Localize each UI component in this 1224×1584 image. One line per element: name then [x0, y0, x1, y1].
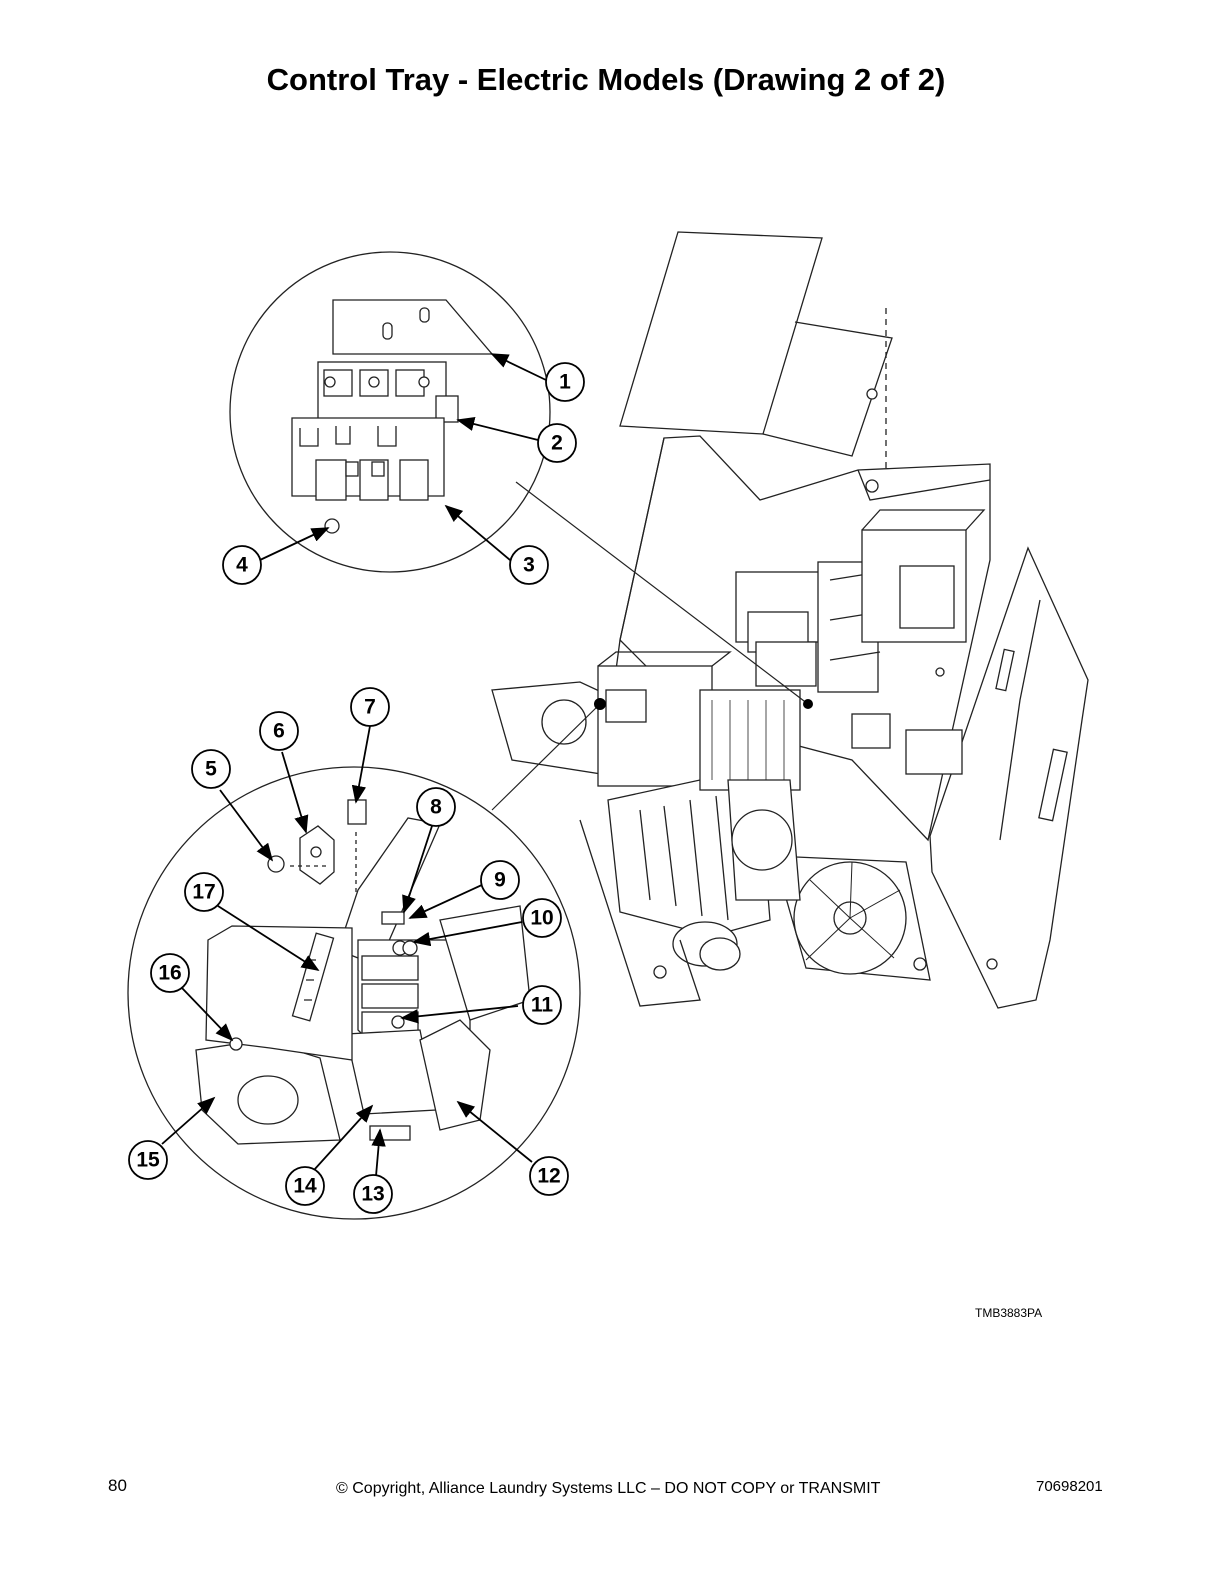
detail-reference-dot [594, 698, 606, 710]
callout-3: 3 [523, 554, 535, 577]
detail-leader-lines [491, 481, 809, 811]
page-title: Control Tray - Electric Models (Drawing … [266, 62, 946, 97]
callout-11: 11 [531, 994, 554, 1017]
callout-10: 10 [530, 907, 553, 930]
document-number: 70698201 [1036, 1478, 1103, 1495]
control-tray-assembly [491, 231, 1089, 1009]
callout-8: 8 [430, 796, 442, 819]
detail-circle-lower [127, 766, 581, 1220]
callout-2: 2 [551, 432, 563, 455]
page-number: 80 [108, 1476, 127, 1495]
callout-15: 15 [136, 1149, 160, 1172]
detail-circle-upper [229, 251, 551, 573]
callout-balloons [128, 362, 585, 1214]
callout-14: 14 [293, 1175, 317, 1198]
callout-5: 5 [205, 758, 217, 781]
callout-9: 9 [494, 869, 506, 892]
copyright-notice: © Copyright, Alliance Laundry Systems LL… [336, 1480, 881, 1497]
callout-17: 17 [192, 881, 215, 904]
callout-16: 16 [158, 962, 181, 985]
callout-13: 13 [361, 1183, 384, 1206]
callout-1: 1 [559, 371, 571, 394]
callout-12: 12 [537, 1165, 560, 1188]
figure-id: TMB3883PA [975, 1306, 1043, 1320]
callout-7: 7 [364, 696, 376, 719]
callout-4: 4 [236, 554, 248, 577]
callout-numbers: 1 2 3 4 5 6 7 8 9 10 11 12 13 14 15 16 1… [136, 371, 571, 1206]
callout-6: 6 [273, 720, 285, 743]
detail-reference-dot [803, 699, 813, 709]
callout-arrows [161, 353, 547, 1177]
